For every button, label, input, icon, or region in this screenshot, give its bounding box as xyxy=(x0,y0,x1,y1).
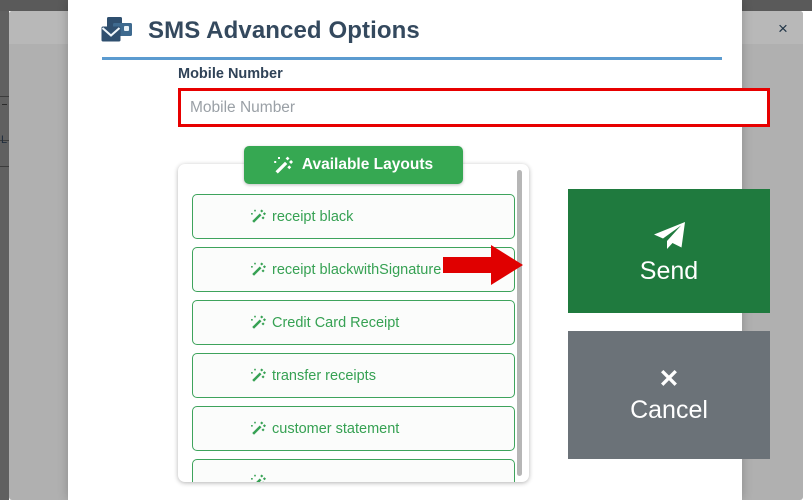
layouts-scrollbar[interactable] xyxy=(517,170,522,476)
background-left-content xyxy=(0,11,9,500)
layout-list-item[interactable]: transfer receipts xyxy=(192,353,515,398)
available-layouts-button[interactable]: Available Layouts xyxy=(244,146,463,184)
background-glyph: L xyxy=(1,134,8,146)
paper-plane-icon xyxy=(650,219,688,253)
magic-wand-icon xyxy=(251,262,266,277)
send-button[interactable]: Send xyxy=(568,189,770,313)
layout-list-item[interactable] xyxy=(192,459,515,482)
magic-wand-icon xyxy=(251,421,266,436)
layout-item-label: transfer receipts xyxy=(272,367,376,384)
sms-messages-icon xyxy=(100,16,134,46)
dialog-header: SMS Advanced Options xyxy=(100,8,420,54)
sms-advanced-options-dialog: SMS Advanced Options Mobile Number recei… xyxy=(68,0,770,500)
background-tick xyxy=(2,104,7,105)
layout-item-content: Credit Card Receipt xyxy=(251,315,399,331)
available-layouts-label: Available Layouts xyxy=(301,156,434,173)
background-rule xyxy=(0,96,9,97)
layout-item-content: customer statement xyxy=(251,421,399,437)
layout-item-label: customer statement xyxy=(272,420,400,437)
close-x-icon: ✕ xyxy=(658,365,680,393)
layout-list-item[interactable]: receipt black xyxy=(192,194,515,239)
layout-item-content xyxy=(251,474,272,482)
mobile-number-input[interactable] xyxy=(181,91,767,124)
close-icon[interactable]: × xyxy=(778,18,788,38)
layout-item-label: receipt blackwithSignature xyxy=(272,261,442,278)
cancel-button[interactable]: ✕ Cancel xyxy=(568,331,770,459)
layout-item-content: receipt blackwithSignature xyxy=(251,262,441,278)
send-label: Send xyxy=(639,256,699,285)
layout-item-label: Credit Card Receipt xyxy=(272,314,400,331)
mobile-number-field-highlight xyxy=(178,88,770,127)
layout-item-label: receipt black xyxy=(272,208,354,225)
background-rule xyxy=(0,140,9,141)
layout-list-item[interactable]: customer statement xyxy=(192,406,515,451)
layout-item-content: transfer receipts xyxy=(251,368,376,384)
layout-list-item[interactable]: receipt blackwithSignature xyxy=(192,247,515,292)
cancel-label: Cancel xyxy=(630,396,708,424)
header-divider xyxy=(102,57,722,60)
mobile-number-label: Mobile Number xyxy=(178,66,283,82)
magic-wand-icon xyxy=(251,474,266,482)
page-title: SMS Advanced Options xyxy=(148,17,420,44)
layout-item-content: receipt black xyxy=(251,209,353,225)
magic-wand-icon xyxy=(251,315,266,330)
layout-list-item[interactable]: Credit Card Receipt xyxy=(192,300,515,345)
background-rule xyxy=(0,166,9,167)
magic-wand-icon xyxy=(274,156,293,175)
magic-wand-icon xyxy=(251,209,266,224)
magic-wand-icon xyxy=(251,368,266,383)
